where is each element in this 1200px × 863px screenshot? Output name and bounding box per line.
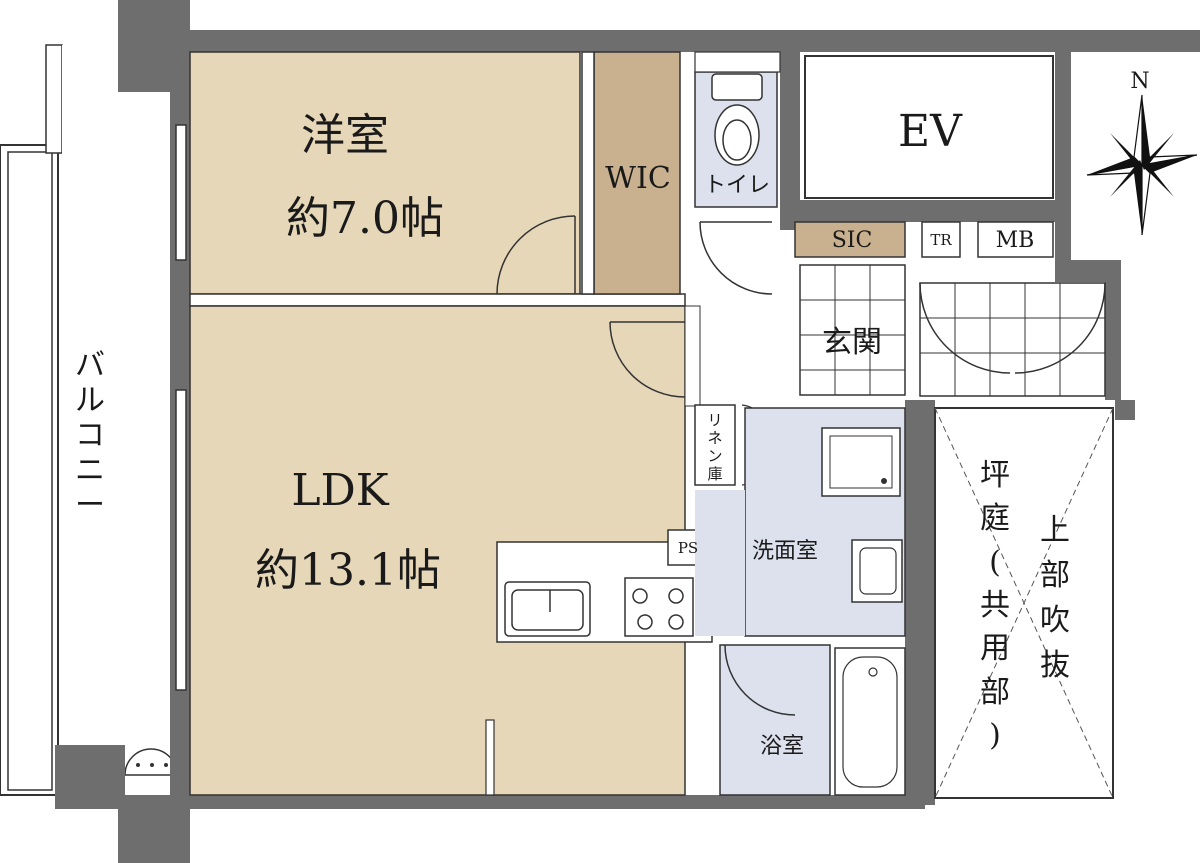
toilet-door[interactable] <box>699 221 773 295</box>
kitchen-counter <box>496 541 713 643</box>
tr-label: TR <box>930 231 952 249</box>
bathroom-floor <box>719 644 831 796</box>
svg-text:上: 上 <box>1040 513 1070 548</box>
balcony <box>0 44 178 796</box>
svg-text:(: ( <box>989 545 1001 580</box>
garden-label: 坪 庭 ( 共 用 部 ) <box>980 458 1010 753</box>
svg-text:庭: 庭 <box>980 501 1010 536</box>
western-room-size: 約7.0帖 <box>286 193 444 244</box>
sic-floor <box>794 221 906 258</box>
toilet-label: トイレ <box>704 173 770 198</box>
entrance-tiles <box>799 264 906 396</box>
balcony-windows <box>175 124 187 691</box>
western-room-floor <box>189 51 581 295</box>
svg-text:共: 共 <box>980 588 1010 623</box>
mb-label: MB <box>996 228 1035 253</box>
washroom-floor-lower <box>695 490 745 636</box>
compass-north-label: N <box>1130 69 1149 94</box>
wic-partition <box>581 51 595 295</box>
svg-text:コ: コ <box>75 418 105 453</box>
north-compass-icon <box>1086 94 1198 236</box>
outdoor-faucet-icon <box>124 748 178 776</box>
svg-text:ネ: ネ <box>707 429 722 447</box>
svg-text:部: 部 <box>1040 558 1070 593</box>
ldk-corridor <box>684 305 701 407</box>
svg-text:用: 用 <box>980 631 1010 666</box>
ldk-door[interactable] <box>609 321 686 398</box>
washroom-label: 洗面室 <box>752 539 818 564</box>
garden-void <box>934 407 1114 799</box>
svg-text:): ) <box>989 718 1001 753</box>
ev-label: EV <box>898 106 963 157</box>
mb-box <box>977 221 1054 258</box>
washing-machine-pan <box>821 427 901 497</box>
svg-text:庫: 庫 <box>707 465 722 483</box>
svg-text:部: 部 <box>980 675 1010 710</box>
elevator <box>804 55 1054 199</box>
linen-closet <box>694 404 736 486</box>
svg-text:坪: 坪 <box>980 458 1010 493</box>
ldk-size: 約13.1帖 <box>255 545 441 596</box>
western-door[interactable] <box>496 215 576 295</box>
toilet-icon <box>711 73 763 166</box>
western-room-wall <box>189 293 686 307</box>
sic-label: SIC <box>832 228 873 253</box>
ps-label: PS <box>678 539 698 557</box>
tr-box <box>921 221 961 258</box>
svg-text:抜: 抜 <box>1040 648 1070 683</box>
linen-closet-label: リ ネ ン 庫 <box>707 411 722 483</box>
svg-text:リ: リ <box>707 411 722 429</box>
wic-floor <box>593 51 681 295</box>
svg-text:ニ: ニ <box>75 453 105 488</box>
void-label: 上 部 吹 抜 <box>1040 513 1070 683</box>
bathtub <box>834 647 906 796</box>
sink-icon <box>511 589 584 631</box>
stove-icon <box>624 577 694 637</box>
front-door[interactable] <box>919 282 1106 374</box>
western-room-name: 洋室 <box>301 110 389 161</box>
balcony-label: バ ル コ ニ ー <box>75 348 105 523</box>
hall-tiles <box>919 282 1106 397</box>
wic-label: WIC <box>605 161 671 196</box>
svg-text:ー: ー <box>75 488 105 523</box>
svg-text:バ: バ <box>75 348 105 383</box>
svg-text:ル: ル <box>75 383 105 418</box>
svg-text:吹: 吹 <box>1040 603 1070 638</box>
bathroom-label: 浴室 <box>760 734 804 759</box>
ldk-name: LDK <box>291 465 389 516</box>
entrance-label: 玄関 <box>822 325 882 360</box>
bathroom-door[interactable] <box>724 644 796 716</box>
svg-text:ン: ン <box>707 447 722 465</box>
